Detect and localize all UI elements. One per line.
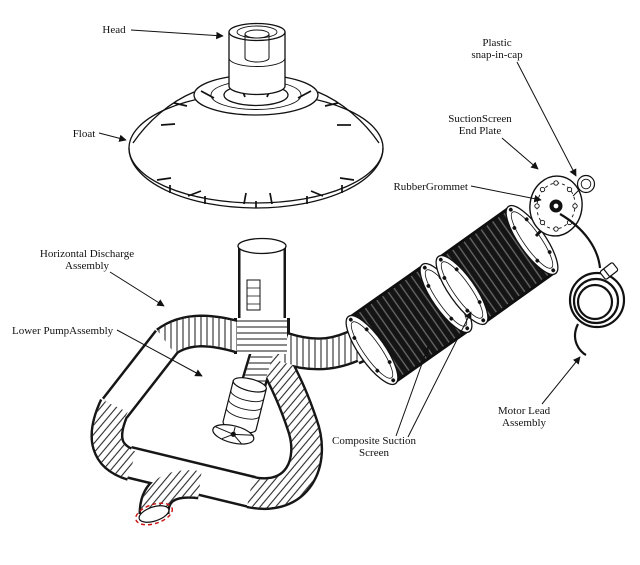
head-label: Head [102,24,126,36]
float-label: Float [73,128,96,140]
plastic-snap-in-cap-part [572,174,596,197]
end-plate-label-line1: SuctionScreen [448,113,512,125]
plastic-cap-label-line1: Plastic [482,37,511,49]
riser-pipe-opening [237,237,287,255]
rubber-grommet-label: RubberGrommet [393,181,468,193]
leader-lines [98,29,581,438]
head-part [228,22,286,96]
composite-screen-label-line1: Composite Suction [332,435,417,447]
horizontal-discharge-label-line2: Assembly [65,260,110,272]
rubber-grommet-part [549,199,563,213]
lower-pump-label: Lower PumpAssembly [12,325,114,337]
plastic-cap-label-line2: snap-in-cap [471,49,523,61]
plastic-cap-leader-line [516,61,577,177]
motor-lead-label-line1: Motor Lead [498,405,551,417]
intake-highlight-ellipse [134,502,174,526]
horizontal-discharge-label-line1: Horizontal Discharge [40,248,134,260]
pump-impeller [212,424,255,445]
motor-lead-leader-line [541,356,581,405]
rubber-grommet-leader-line [470,185,542,203]
motor-lead-part [559,213,626,356]
lower-pump-part [212,377,267,445]
end-plate-leader-line [501,137,539,170]
labels: Head Float Plastic snap-in-cap SuctionSc… [12,24,551,459]
composite-screen-label-line2: Screen [359,447,389,459]
head-leader-line [130,29,224,40]
composite-suction-screen-part [337,198,567,392]
end-plate-label-line2: End Plate [459,125,502,137]
composite-screen-leader-line-2 [407,311,472,438]
composite-screen-leader-line-1 [395,346,430,437]
motor-lead-label-line2: Assembly [502,417,547,429]
hose-open-end [138,505,170,523]
float-leader-line [98,132,127,142]
horizontal-discharge-leader-line [109,271,165,307]
riser-pipe-clamp [246,279,261,311]
lower-pump-leader-line [116,329,203,377]
